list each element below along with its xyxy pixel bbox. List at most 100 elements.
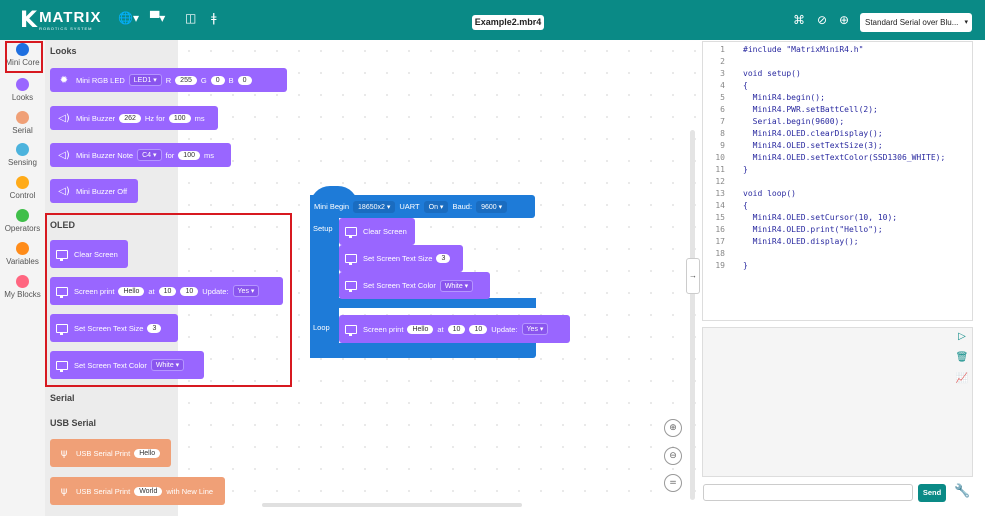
section-title-serial: Serial: [50, 393, 75, 403]
usb-serial-print-newline-block[interactable]: ψ USB Serial Print World with New Line: [50, 477, 225, 505]
chart-icon[interactable]: 📈: [955, 373, 969, 384]
wrench-icon[interactable]: 🔧: [954, 484, 971, 499]
update-select[interactable]: Yes ▾: [521, 323, 549, 335]
usb-plug-icon[interactable]: ǂ: [211, 11, 217, 25]
y-input[interactable]: 10: [469, 324, 488, 334]
panel-toggle-arrow-icon[interactable]: →: [686, 258, 700, 294]
r-input[interactable]: 255: [175, 75, 197, 85]
trash-icon[interactable]: 🗑: [955, 352, 969, 363]
block-label: with New Line: [166, 486, 214, 496]
uart-select[interactable]: On ▾: [423, 200, 449, 213]
clear-screen-block[interactable]: Clear Screen: [50, 240, 128, 268]
block-label: Baud:: [452, 202, 473, 211]
code-line: 15 MiniR4.OLED.setCursor(10, 10);: [715, 213, 898, 222]
zoom-out-icon[interactable]: ⊖: [664, 447, 682, 465]
monitor-icon: [56, 249, 68, 261]
send-button[interactable]: Send: [918, 484, 946, 502]
category-control[interactable]: Control: [0, 176, 45, 200]
file-name-label[interactable]: Example2.mbr4: [472, 15, 544, 30]
play-icon[interactable]: ▷: [958, 331, 966, 342]
note-select[interactable]: C4 ▾: [137, 149, 162, 161]
y-input[interactable]: 10: [180, 286, 199, 296]
freq-input[interactable]: 262: [119, 113, 141, 123]
x-input[interactable]: 10: [158, 286, 177, 296]
duration-input[interactable]: 100: [178, 150, 200, 160]
check-circle-icon[interactable]: ⊘: [817, 13, 828, 27]
usb-print-text-input[interactable]: Hello: [134, 448, 161, 458]
block-label: at: [148, 286, 155, 296]
mini-rgb-led-block[interactable]: ✹ Mini RGB LED LED1 ▾ R 255 G 0 B 0: [50, 68, 287, 92]
loop-label: Loop: [313, 323, 330, 332]
category-looks[interactable]: Looks: [0, 78, 45, 102]
g-input[interactable]: 0: [210, 75, 225, 85]
zoom-in-icon[interactable]: ⊕: [664, 419, 682, 437]
monitor-icon: [345, 324, 357, 336]
category-variables[interactable]: Variables: [0, 242, 45, 266]
baud-select[interactable]: 9600 ▾: [476, 200, 508, 213]
serial-send-input[interactable]: [703, 484, 913, 501]
b-input[interactable]: 0: [237, 75, 252, 85]
serial-port-select[interactable]: Standard Serial over Blu... ▾: [860, 13, 972, 32]
command-icon[interactable]: ⌘: [793, 13, 805, 27]
loop-screen-print-block[interactable]: Screen print Hello at 10 10 Update: Yes …: [339, 315, 570, 343]
monitor-icon: [56, 360, 68, 372]
setup-set-text-size-block[interactable]: Set Screen Text Size 3: [339, 245, 463, 272]
set-text-size-block[interactable]: Set Screen Text Size 3: [50, 314, 178, 342]
battery-select[interactable]: 18650x2 ▾: [353, 200, 396, 213]
update-select[interactable]: Yes ▾: [232, 285, 260, 297]
category-serial[interactable]: Serial: [0, 111, 45, 135]
category-operators[interactable]: Operators: [0, 209, 45, 233]
globe-icon[interactable]: 🌐▾: [118, 11, 139, 25]
workspace-horizontal-scrollbar[interactable]: [262, 503, 522, 507]
text-size-input[interactable]: 3: [147, 323, 162, 333]
block-label: Set Screen Text Size: [363, 254, 433, 263]
set-text-color-block[interactable]: Set Screen Text Color White ▾: [50, 351, 204, 379]
setup-label: Setup: [313, 224, 333, 233]
screen-print-block[interactable]: Screen print Hello at 10 10 Update: Yes …: [50, 277, 283, 305]
mini-buzzer-block[interactable]: ◁) Mini Buzzer 262 Hz for 100 ms: [50, 106, 218, 130]
category-my-blocks[interactable]: My Blocks: [0, 275, 45, 299]
code-line: 19}: [715, 261, 748, 270]
setup-set-text-color-block[interactable]: Set Screen Text Color White ▾: [339, 272, 490, 299]
print-text-input[interactable]: Hello: [407, 324, 434, 334]
code-line: 18: [715, 249, 725, 258]
usb-serial-print-block[interactable]: ψ USB Serial Print Hello: [50, 439, 171, 467]
mini-begin-block[interactable]: Mini Begin 18650x2 ▾ UART On ▾ Baud: 960…: [310, 195, 535, 218]
category-dot: [16, 43, 29, 56]
led-select[interactable]: LED1 ▾: [128, 74, 162, 86]
setup-clear-screen-block[interactable]: Clear Screen: [339, 218, 415, 245]
folder-icon[interactable]: ▀▾: [150, 11, 166, 25]
x-input[interactable]: 10: [447, 324, 466, 334]
speaker-icon: ◁): [58, 149, 70, 161]
category-mini-core[interactable]: Mini Core: [0, 43, 45, 67]
monitor-icon: [345, 227, 357, 238]
matrix-logo-mark: K: [20, 8, 38, 33]
duration-input[interactable]: 100: [168, 113, 191, 123]
block-label: Update:: [491, 324, 518, 334]
upload-arrow-icon[interactable]: ⊕: [839, 13, 850, 27]
block-label: Mini Begin: [314, 202, 350, 211]
category-dot: [16, 111, 29, 124]
code-line: 1#include "MatrixMiniR4.h": [720, 45, 864, 54]
begin-block-divider: [310, 298, 536, 308]
text-color-select[interactable]: White ▾: [150, 359, 185, 371]
zoom-reset-icon[interactable]: =: [664, 474, 682, 492]
code-line: 6 MiniR4.PWR.setBattCell(2);: [720, 105, 878, 114]
print-text-input[interactable]: Hello: [118, 286, 145, 296]
code-line: 11}: [715, 165, 748, 174]
book-icon[interactable]: ◫: [185, 11, 197, 25]
workspace-vertical-scrollbar[interactable]: [690, 130, 695, 500]
text-size-input[interactable]: 3: [436, 254, 451, 263]
text-color-select[interactable]: White ▾: [439, 279, 474, 292]
block-label: for: [165, 150, 175, 160]
mini-buzzer-note-block[interactable]: ◁) Mini Buzzer Note C4 ▾ for 100 ms: [50, 143, 231, 167]
block-label: USB Serial Print: [76, 486, 131, 496]
mini-buzzer-off-block[interactable]: ◁) Mini Buzzer Off: [50, 179, 138, 203]
code-line: 9 MiniR4.OLED.setTextSize(3);: [720, 141, 883, 150]
monitor-icon: [345, 281, 357, 292]
usb-print-text-input[interactable]: World: [134, 486, 163, 496]
usb-icon: ψ: [60, 485, 68, 497]
block-label: Mini Buzzer Off: [76, 186, 128, 196]
category-sensing[interactable]: Sensing: [0, 143, 45, 167]
